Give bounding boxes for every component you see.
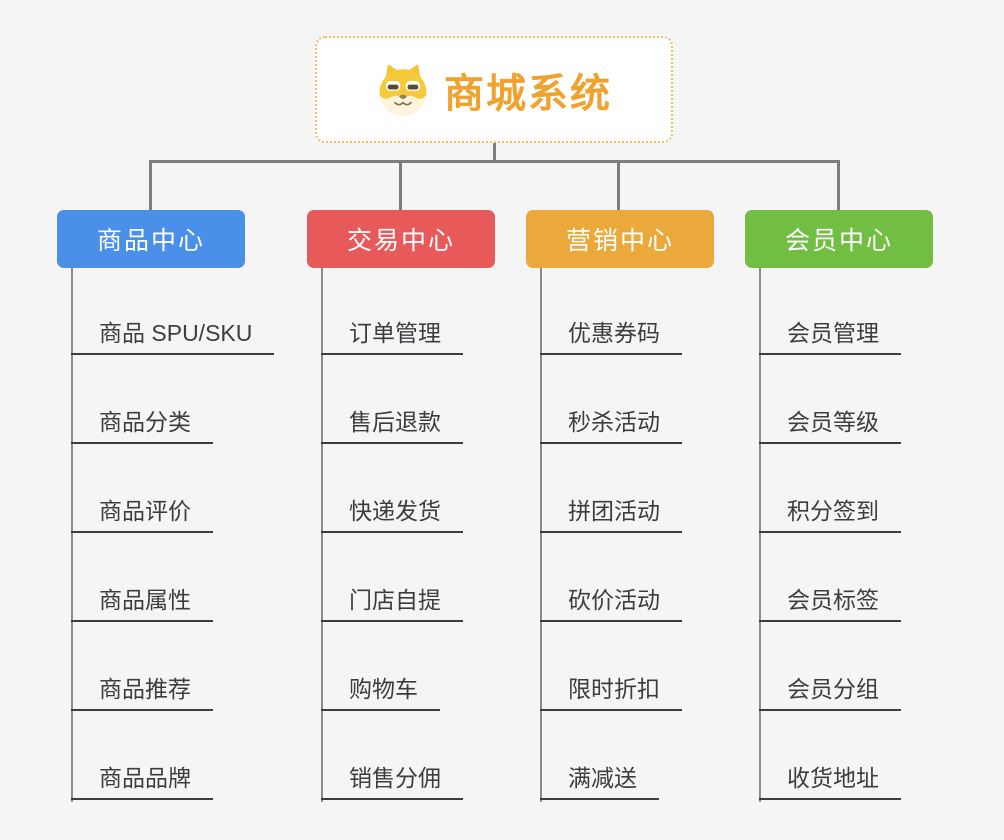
branch-node-marketing-center[interactable]: 营销中心 [526,210,714,268]
leaf-node-product-brand[interactable]: 商品品牌 [71,758,213,800]
connector-horizontal-bar [149,160,840,163]
leaf-node-flash-sale[interactable]: 秒杀活动 [540,402,682,444]
leaf-node-product-attribute[interactable]: 商品属性 [71,580,213,622]
branch-connector-line [540,268,542,802]
leaf-node-product-recommend[interactable]: 商品推荐 [71,669,213,711]
leaf-node-spend-and-save[interactable]: 满减送 [540,758,659,800]
dog-mascot-icon [379,64,427,116]
leaf-node-product-review[interactable]: 商品评价 [71,491,213,533]
leaf-node-member-management[interactable]: 会员管理 [759,313,901,355]
leaf-node-express-delivery[interactable]: 快递发货 [321,491,463,533]
branch-product-center: 商品中心 商品 SPU/SKU 商品分类 商品评价 商品属性 商品推荐 商品品牌 [57,210,275,810]
branch-node-product-center[interactable]: 商品中心 [57,210,245,268]
leaf-node-shipping-address[interactable]: 收货地址 [759,758,901,800]
connector-drop-marketing [617,160,620,210]
connector-root-stem [493,143,496,162]
connector-drop-product [149,160,152,210]
branch-trade-center: 交易中心 订单管理 售后退款 快递发货 门店自提 购物车 销售分佣 [307,210,495,810]
leaf-node-bargain-activity[interactable]: 砍价活动 [540,580,682,622]
leaf-node-aftersale-refund[interactable]: 售后退款 [321,402,463,444]
leaf-node-limited-time-discount[interactable]: 限时折扣 [540,669,682,711]
branch-node-trade-center[interactable]: 交易中心 [307,210,495,268]
leaf-node-points-checkin[interactable]: 积分签到 [759,491,901,533]
connector-drop-trade [399,160,402,210]
leaf-node-member-group[interactable]: 会员分组 [759,669,901,711]
branch-connector-line [71,268,73,802]
leaf-node-coupon-code[interactable]: 优惠券码 [540,313,682,355]
branch-connector-line [321,268,323,802]
leaf-node-group-buy[interactable]: 拼团活动 [540,491,682,533]
leaf-node-store-pickup[interactable]: 门店自提 [321,580,463,622]
root-title: 商城系统 [444,71,612,116]
leaf-node-order-management[interactable]: 订单管理 [321,313,463,355]
leaf-node-product-spu-sku[interactable]: 商品 SPU/SKU [71,313,275,355]
branch-node-member-center[interactable]: 会员中心 [745,210,933,268]
leaf-node-shopping-cart[interactable]: 购物车 [321,669,440,711]
leaf-node-member-level[interactable]: 会员等级 [759,402,901,444]
leaf-node-sales-commission[interactable]: 销售分佣 [321,758,463,800]
branch-connector-line [759,268,761,802]
root-node-mall-system[interactable]: 商城系统 [315,36,673,143]
leaf-node-product-category[interactable]: 商品分类 [71,402,213,444]
leaf-node-member-tag[interactable]: 会员标签 [759,580,901,622]
connector-drop-member [837,160,840,210]
branch-marketing-center: 营销中心 优惠券码 秒杀活动 拼团活动 砍价活动 限时折扣 满减送 [526,210,714,810]
branch-member-center: 会员中心 会员管理 会员等级 积分签到 会员标签 会员分组 收货地址 [745,210,933,810]
